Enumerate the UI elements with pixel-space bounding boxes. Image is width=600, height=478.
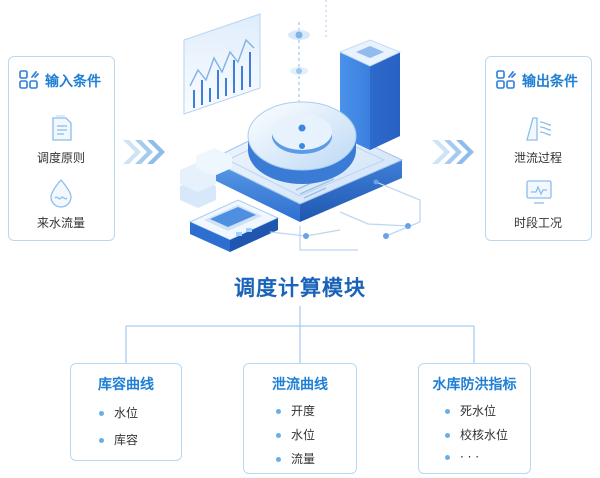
card-item-label: 水位 [291, 428, 316, 442]
step-blocks-graphic [180, 148, 232, 208]
card-title: 泄流曲线 [272, 377, 328, 393]
output-item-label: 泄流过程 [513, 151, 562, 165]
ring-graphic [247, 101, 357, 184]
card-item-label: 流量 [291, 452, 316, 466]
card-list-item: · · · [445, 450, 479, 464]
input-item-label: 调度原则 [36, 151, 85, 165]
input-conditions-panel: 输入条件 调度原则 来水流量 [8, 56, 115, 241]
card-list-item: 开度 [276, 402, 315, 419]
card-item-label: 开度 [291, 404, 316, 418]
card-list-item: 流量 [276, 450, 315, 467]
document-icon [47, 115, 75, 147]
bullet-icon [276, 433, 281, 438]
device-box-graphic [188, 199, 280, 252]
bullet-icon [99, 438, 104, 443]
output-conditions-title: 输出条件 [522, 74, 578, 90]
right-chevrons-icon [430, 137, 476, 171]
bullet-icon [99, 411, 104, 416]
card-list-item: 校核水位 [445, 426, 508, 443]
card-list-item: 水位 [99, 404, 138, 421]
output-item-label: 时段工况 [513, 216, 562, 230]
chart-panel-graphic [183, 13, 261, 115]
spillway-icon [524, 115, 554, 147]
scheduling-module-illustration [180, 0, 421, 252]
card-list-item: 库容 [99, 431, 138, 448]
card-title: 库容曲线 [98, 377, 154, 393]
output-conditions-icon [496, 70, 518, 94]
bullet-icon [276, 409, 281, 414]
bullet-icon [445, 409, 450, 414]
storage-curve-card: 库容曲线 水位 库容 [70, 363, 182, 461]
server-tower-graphic [338, 39, 402, 150]
card-title: 水库防洪指标 [432, 377, 517, 393]
monitor-chart-icon [524, 178, 554, 210]
card-item-label: 死水位 [460, 404, 497, 418]
input-conditions-icon [19, 70, 41, 94]
bullet-icon [276, 457, 281, 462]
output-conditions-panel: 输出条件 泄流过程 时段工况 [485, 56, 592, 241]
flood-control-indices-card: 水库防洪指标 死水位 校核水位 · · · [418, 363, 531, 474]
water-drop-icon [47, 178, 75, 212]
card-item-label: · · · [460, 450, 480, 464]
bullet-icon [445, 455, 450, 460]
card-item-label: 水位 [114, 406, 139, 420]
input-item-label: 来水流量 [36, 216, 85, 230]
discharge-curve-card: 泄流曲线 开度 水位 流量 [243, 363, 357, 474]
card-item-label: 库容 [114, 433, 139, 447]
card-list-item: 水位 [276, 426, 315, 443]
card-item-label: 校核水位 [460, 428, 509, 442]
scheduling-module-title: 调度计算模块 [234, 276, 366, 300]
card-list-item: 死水位 [445, 402, 496, 419]
bullet-icon [445, 433, 450, 438]
left-chevrons-icon [121, 137, 167, 171]
input-conditions-title: 输入条件 [45, 74, 101, 90]
